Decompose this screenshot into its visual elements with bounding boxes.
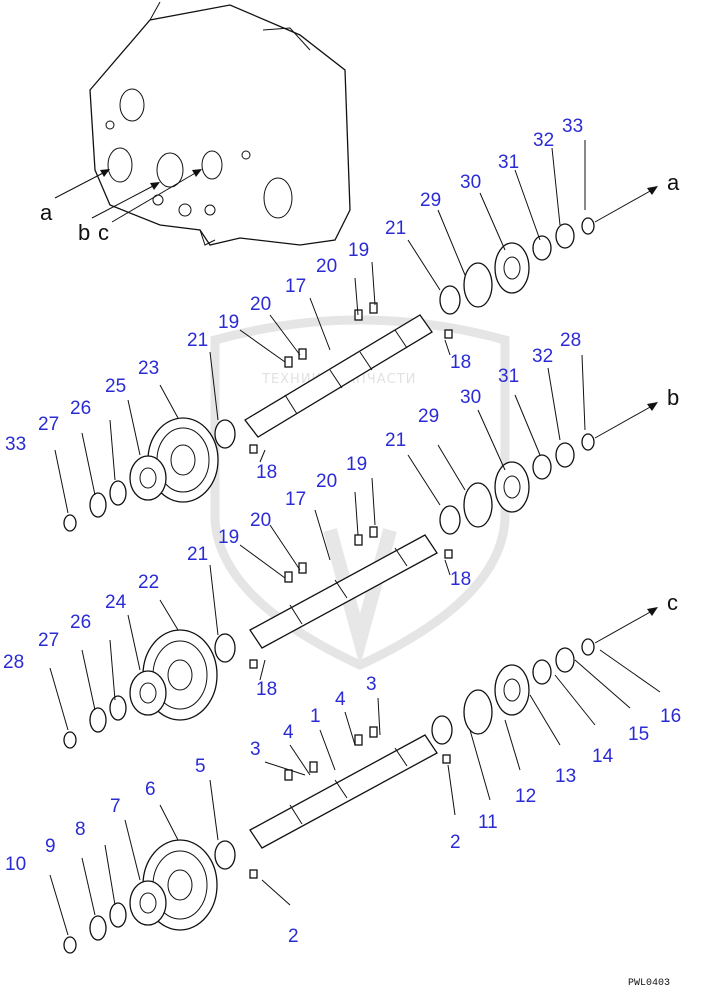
callout-14: 14: [592, 746, 614, 767]
bearing-25: [129, 455, 167, 501]
callout-17: 17: [285, 489, 306, 510]
bearing-b-right: b: [439, 385, 679, 535]
callout-9: 9: [45, 836, 56, 857]
callout-30: 30: [460, 172, 481, 193]
callout-12: 12: [515, 786, 536, 807]
washers-b-left: [63, 633, 236, 749]
letter-b-right: b: [667, 385, 679, 410]
callout-15: 15: [628, 724, 649, 745]
callout-17: 17: [285, 276, 306, 297]
callout-13: 13: [555, 766, 576, 787]
plugs: [249, 329, 453, 879]
callout-19: 19: [218, 312, 239, 333]
callout-33: 33: [5, 434, 26, 455]
bearing-24: [129, 670, 167, 716]
leader-lines: [49, 140, 661, 936]
callout-22: 22: [138, 572, 159, 593]
callout-25: 25: [105, 376, 126, 397]
callout-28: 28: [3, 652, 24, 673]
callout-18: 18: [256, 679, 277, 700]
callout-21: 21: [187, 544, 208, 565]
callout-28: 28: [560, 330, 581, 351]
transmission-housing: [89, 1, 351, 246]
shaft-c: [249, 726, 438, 849]
callout-33: 33: [562, 116, 583, 137]
callout-18: 18: [450, 352, 471, 373]
callout-24: 24: [105, 592, 127, 613]
callout-3: 3: [366, 674, 377, 695]
callout-26: 26: [70, 612, 91, 633]
callout-19: 19: [348, 240, 369, 261]
callout-27: 27: [38, 414, 59, 435]
shaft-b: [249, 526, 438, 649]
callout-10: 10: [5, 854, 26, 875]
letter-c-left: c: [98, 220, 109, 245]
callout-30: 30: [460, 387, 481, 408]
callout-29: 29: [420, 190, 441, 211]
callout-21: 21: [187, 330, 208, 351]
callout-7: 7: [110, 796, 121, 817]
callout-31: 31: [498, 366, 519, 387]
callout-32: 32: [532, 346, 553, 367]
callout-18: 18: [256, 462, 277, 483]
washers-c-left: [63, 840, 236, 954]
letter-c-right: c: [667, 590, 678, 615]
callout-11: 11: [478, 812, 498, 833]
callout-5: 5: [195, 756, 206, 777]
bearing-a-right: a: [439, 170, 680, 315]
callout-21: 21: [385, 218, 406, 239]
callout-18: 18: [450, 569, 471, 590]
callout-23: 23: [138, 358, 159, 379]
callout-21: 21: [385, 430, 406, 451]
callouts: 33 32 31 30 29 21 19 20 17 20 19 21 18 2…: [3, 116, 681, 947]
bearing-c-right: c: [431, 590, 678, 745]
callout-1: 1: [310, 706, 321, 727]
callout-8: 8: [75, 819, 86, 840]
drawing-code: PWL0403: [628, 978, 670, 989]
callout-19: 19: [218, 527, 239, 548]
letter-b-left: b: [78, 220, 90, 245]
callout-4: 4: [335, 689, 346, 710]
callout-26: 26: [70, 398, 91, 419]
callout-31: 31: [498, 152, 519, 173]
letter-a-right: a: [667, 170, 680, 195]
callout-20: 20: [250, 510, 271, 531]
letter-a-left: a: [40, 200, 53, 225]
callout-20: 20: [316, 471, 337, 492]
callout-19: 19: [346, 454, 367, 475]
washers-a-left: [63, 419, 236, 532]
callout-4: 4: [283, 722, 294, 743]
callout-20: 20: [316, 256, 337, 277]
callout-29: 29: [418, 406, 439, 427]
callout-6: 6: [145, 779, 156, 800]
shaft-a: [244, 302, 433, 438]
callout-2: 2: [288, 926, 299, 947]
callout-27: 27: [38, 630, 59, 651]
housing-arrows: a b c: [40, 169, 202, 245]
callout-20: 20: [250, 294, 271, 315]
callout-2: 2: [450, 832, 461, 853]
callout-32: 32: [533, 130, 554, 151]
callout-3: 3: [250, 739, 261, 760]
bearing-7: [129, 880, 167, 926]
callout-16: 16: [660, 706, 681, 727]
